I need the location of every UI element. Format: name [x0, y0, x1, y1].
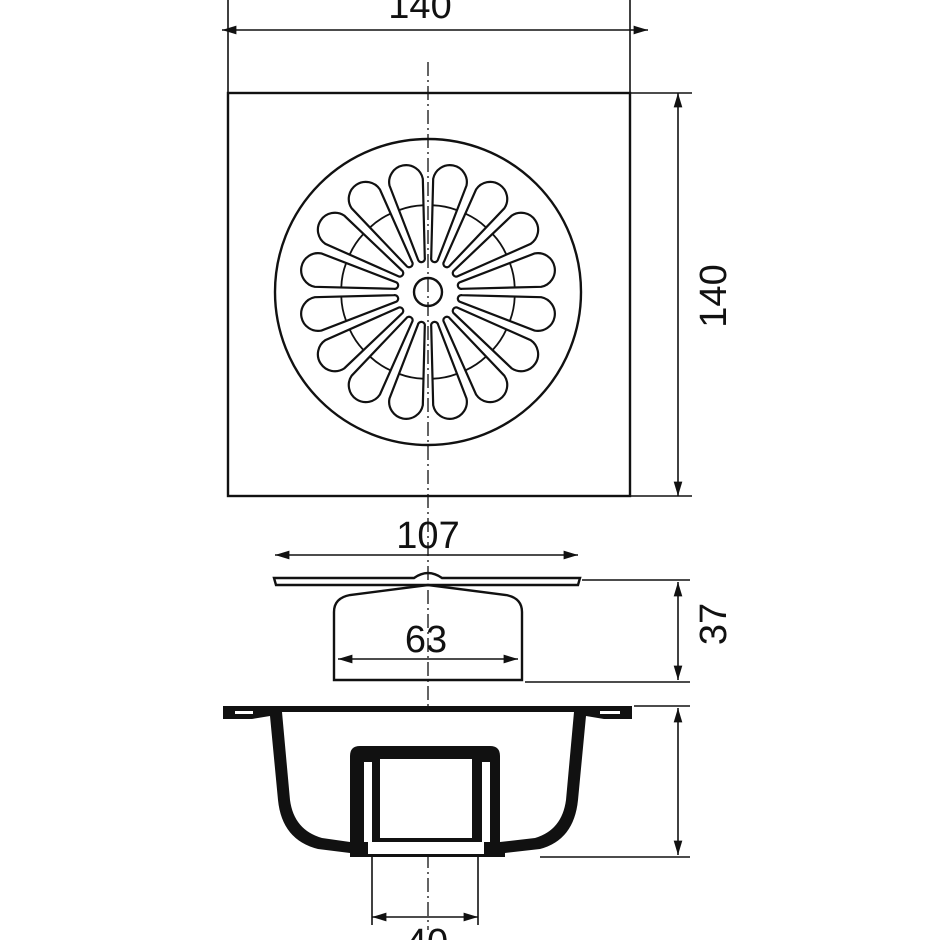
slot-outline	[451, 306, 540, 373]
grate-circle	[273, 137, 583, 447]
drain-slot	[430, 320, 468, 420]
flange-slot	[600, 711, 620, 714]
slot-step-line	[349, 329, 364, 351]
dimension-label-grate: 107	[396, 515, 459, 557]
top-view: 140 140	[222, 0, 735, 498]
drain-slot	[442, 315, 509, 404]
dimension-label-outlet: 40	[406, 922, 448, 940]
grate-side-view: 107 63 37	[272, 515, 735, 683]
body-section-view: 40	[223, 705, 690, 940]
pipe-slot	[364, 762, 372, 842]
slot-outline	[300, 252, 400, 290]
outlet-opening	[368, 842, 484, 854]
slot-outline	[430, 320, 468, 420]
drain-slot	[316, 306, 405, 373]
inner-pipe-bore	[380, 759, 472, 838]
slot-step-line	[432, 373, 457, 380]
slot-step-line	[340, 263, 347, 288]
dimension-label-height: 140	[693, 264, 735, 327]
slot-step-line	[492, 329, 507, 351]
slot-outline	[456, 294, 556, 332]
drain-slot	[316, 211, 405, 278]
drain-slot	[456, 294, 556, 332]
slot-step-line	[492, 233, 507, 255]
drain-slots	[300, 164, 556, 420]
flange-slot	[235, 711, 253, 714]
drain-slot	[388, 320, 426, 420]
grate-plate	[272, 571, 582, 587]
dimension-label-cap: 63	[405, 619, 447, 661]
drain-slot	[451, 211, 540, 278]
slot-outline	[316, 306, 405, 373]
drain-slot	[388, 164, 426, 264]
drain-slot	[300, 252, 400, 290]
square-frame	[226, 91, 632, 498]
slot-outline	[442, 180, 509, 269]
drain-slot	[300, 294, 400, 332]
center-hole	[412, 276, 444, 308]
bowl-interior	[282, 712, 574, 842]
drain-slot	[347, 315, 414, 404]
slot-outline	[388, 320, 426, 420]
slot-outline	[451, 211, 540, 278]
slot-outline	[456, 252, 556, 290]
drain-slot	[451, 306, 540, 373]
slot-step-line	[465, 213, 487, 228]
drain-slot	[347, 180, 414, 269]
pipe-slot	[482, 762, 490, 842]
slot-outline	[300, 294, 400, 332]
slot-outline	[347, 180, 414, 269]
slot-outline	[316, 211, 405, 278]
slot-step-line	[349, 233, 364, 255]
slot-outline	[430, 164, 468, 264]
slot-outline	[442, 315, 509, 404]
slot-step-line	[509, 263, 516, 288]
dimension-label-grate-height: 37	[693, 603, 735, 645]
dimension-label-width: 140	[388, 0, 451, 27]
slot-step-line	[399, 204, 424, 211]
slot-outline	[347, 315, 414, 404]
drain-slot	[442, 180, 509, 269]
slot-step-line	[340, 296, 347, 321]
slot-step-line	[465, 356, 487, 371]
cap	[332, 583, 524, 682]
slot-step-line	[369, 356, 391, 371]
slot-step-line	[369, 213, 391, 228]
slot-outline	[388, 164, 426, 264]
drain-slot	[430, 164, 468, 264]
slot-step-line	[432, 204, 457, 211]
drain-slot	[456, 252, 556, 290]
slot-step-line	[509, 296, 516, 321]
slot-step-line	[399, 373, 424, 380]
